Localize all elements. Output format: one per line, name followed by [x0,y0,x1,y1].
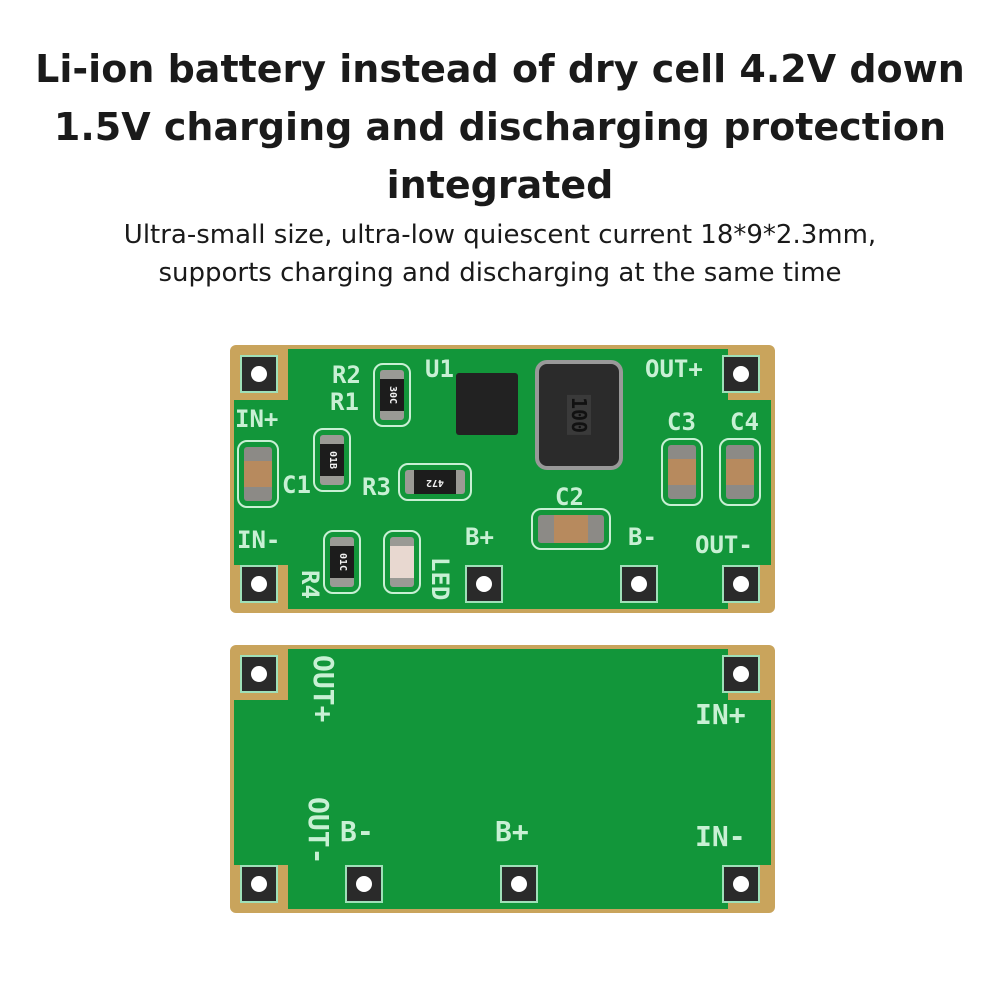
label-led: LED [426,557,454,601]
marking-inductor: 100 [567,394,591,436]
marking-r2: 30C [387,385,398,405]
label-in-plus: IN+ [695,698,746,731]
label-in-minus: IN- [695,820,746,853]
label-in-plus: IN+ [235,405,279,433]
title-line-2: 1.5V charging and discharging protection [53,105,947,149]
resistor-r2: 30C [373,363,411,427]
inductor: 100 [535,360,623,470]
title-line-3: integrated [386,163,614,207]
label-c4: C4 [730,408,759,436]
label-b-minus: B- [340,815,374,848]
label-out-plus: OUT+ [307,655,340,723]
label-b-plus: B+ [465,523,494,551]
label-r2: R2 [332,361,361,389]
marking-r4: 01C [337,552,348,572]
label-c1: C1 [282,471,311,499]
pad-in-plus [240,355,278,393]
pcb-top-side: 01B 30C 472 01C 100 IN+ IN- OUT+ OUT- B+… [230,345,775,613]
resistor-r4: 01C [323,530,361,594]
label-r3: R3 [362,473,391,501]
resistor-r3: 472 [398,463,472,501]
pad-out-minus [722,565,760,603]
label-r1: R1 [330,388,359,416]
capacitor-c4 [719,438,761,506]
capacitor-c3 [661,438,703,506]
subtitle-line-2: supports charging and discharging at the… [158,258,842,288]
label-out-minus: OUT- [302,797,335,865]
pad-6 [722,865,760,903]
marking-r3: 472 [425,477,445,488]
subtitle-line-1: Ultra-small size, ultra-low quiescent cu… [123,220,877,250]
capacitor-c1 [237,440,279,508]
label-out-minus: OUT- [695,531,753,559]
pad-b-minus [620,565,658,603]
label-c3: C3 [667,408,696,436]
pad-4 [500,865,538,903]
label-b-minus: B- [628,523,657,551]
label-b-plus: B+ [495,815,529,848]
capacitor-c2 [531,508,611,550]
pcb-bottom-side: OUT+ OUT- IN+ IN- B- B+ [230,645,775,913]
pad-1 [240,655,278,693]
label-out-plus: OUT+ [645,355,703,383]
pad-3 [345,865,383,903]
pad-in-minus [240,565,278,603]
label-c2: C2 [555,483,584,511]
label-u1: U1 [425,355,454,383]
pad-2 [240,865,278,903]
title-line-1: Li-ion battery instead of dry cell 4.2V … [35,47,965,91]
led [383,530,421,594]
marking-r1: 01B [327,450,338,470]
label-r4: R4 [296,570,324,599]
pad-5 [722,655,760,693]
label-in-minus: IN- [237,526,281,554]
resistor-r1: 01B [313,428,351,492]
pad-b-plus [465,565,503,603]
pad-out-plus [722,355,760,393]
ic-u1 [456,373,518,435]
